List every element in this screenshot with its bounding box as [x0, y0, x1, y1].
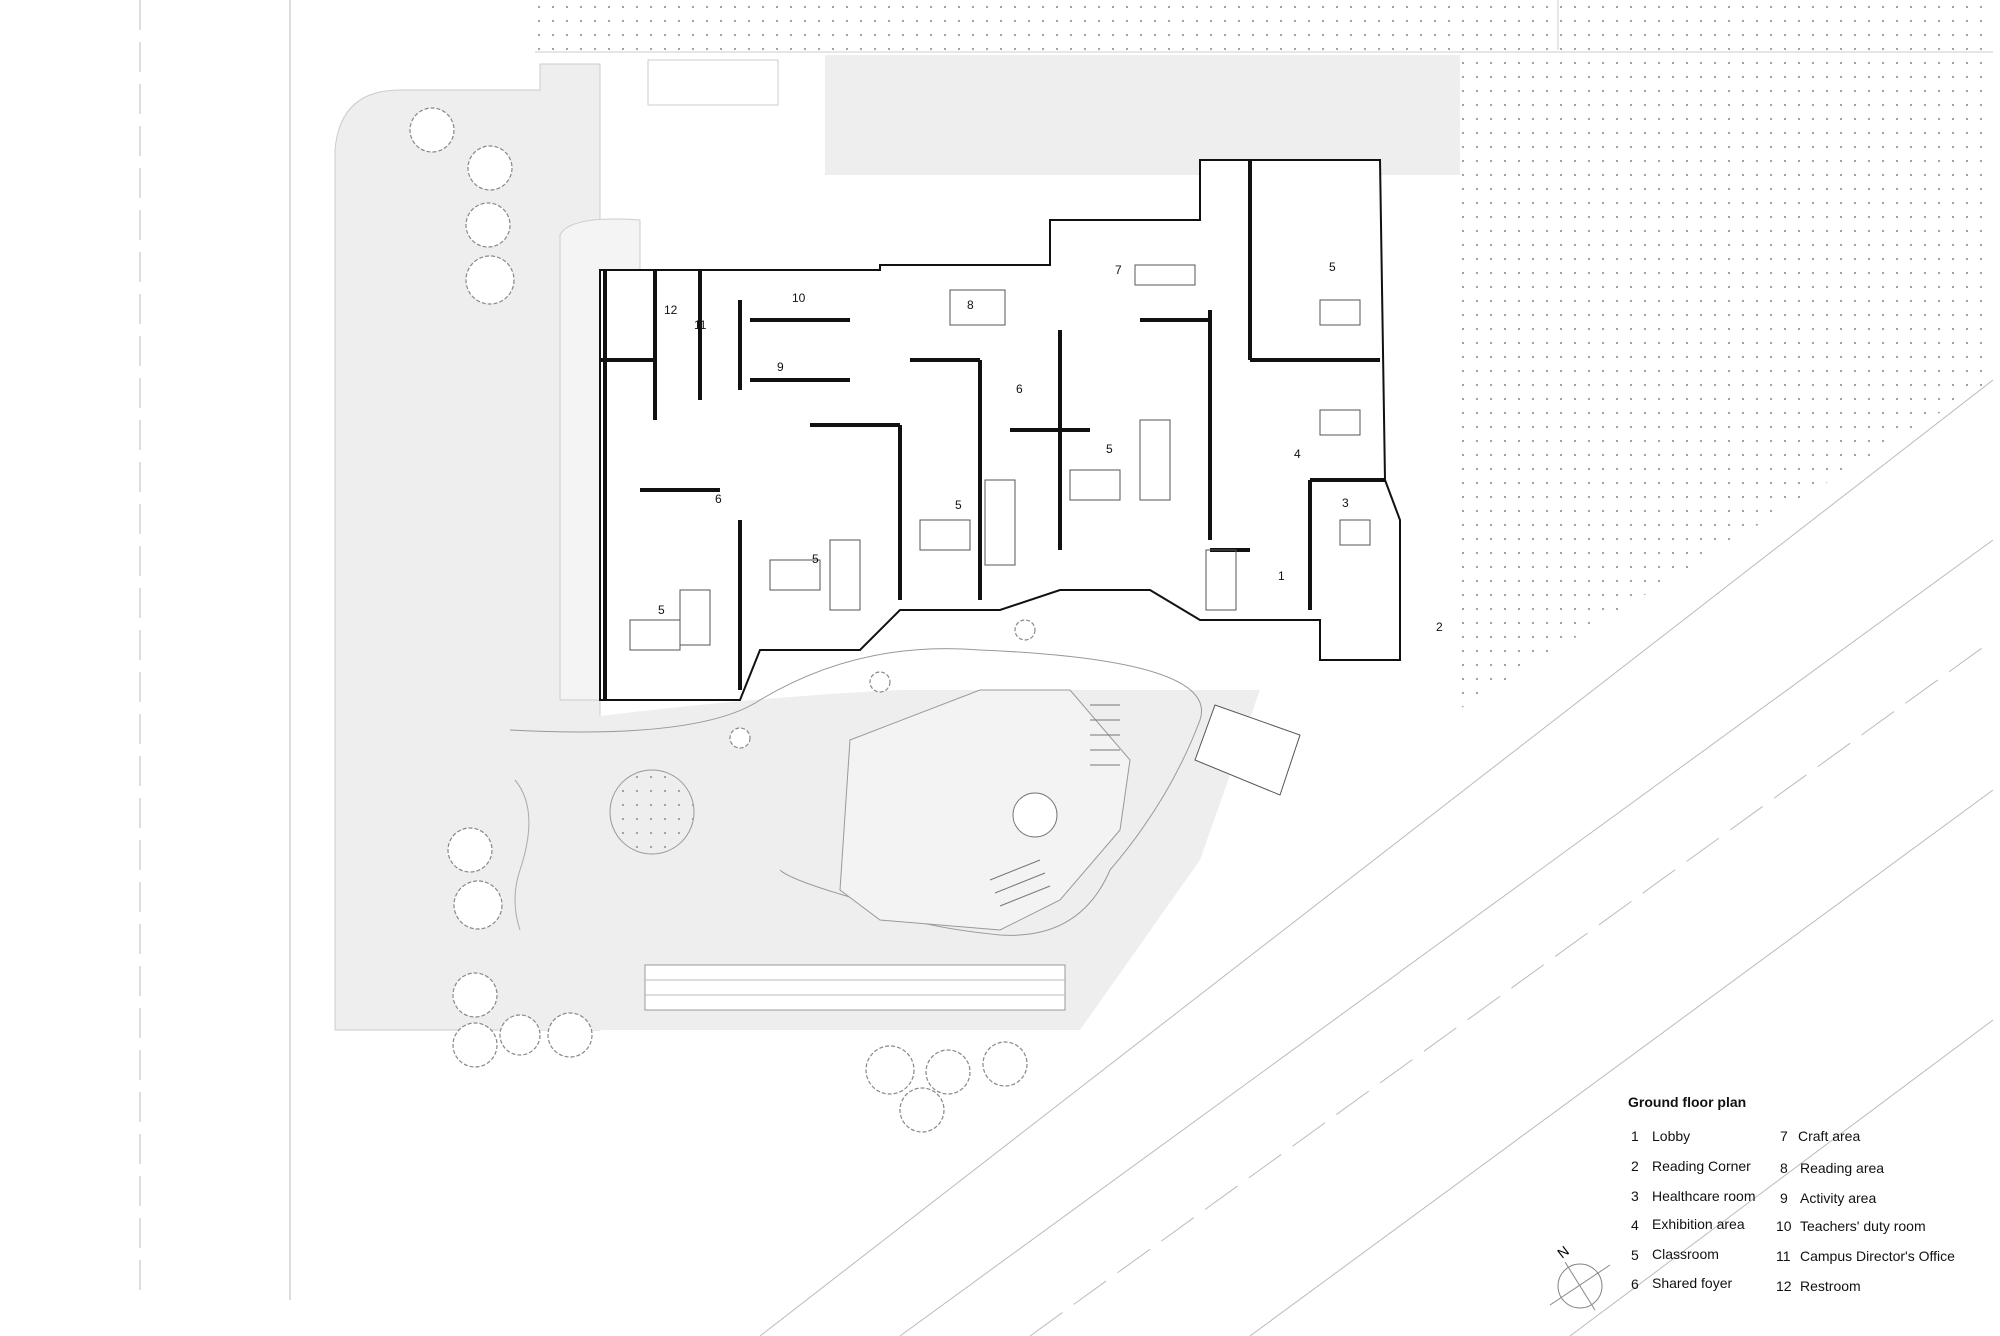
legend-number: 10 — [1776, 1218, 1792, 1234]
legend-label: Campus Director's Office — [1800, 1248, 1955, 1264]
gray-ground-top — [825, 55, 1460, 175]
legend-number: 7 — [1780, 1128, 1788, 1144]
legend-label: Healthcare room — [1652, 1188, 1756, 1204]
legend-label: Restroom — [1800, 1278, 1861, 1294]
room-label-teachers-duty: 10 — [792, 291, 806, 305]
legend-number: 2 — [1631, 1158, 1639, 1174]
legend-label: Craft area — [1798, 1128, 1861, 1144]
room-label-exhibition: 4 — [1294, 447, 1301, 461]
room-label-activity: 9 — [777, 360, 784, 374]
room-label-shared-foyer: 6 — [1016, 382, 1023, 396]
room-label-restroom: 12 — [664, 303, 678, 317]
legend-number: 12 — [1776, 1278, 1792, 1294]
legend-label: Reading area — [1800, 1160, 1885, 1176]
long-bench — [644, 964, 1066, 1011]
dotted-plaza-top — [535, 0, 1993, 50]
room-label-lobby: 1 — [1278, 569, 1285, 583]
room-label-classroom: 5 — [658, 603, 665, 617]
room-label-healthcare: 3 — [1342, 496, 1349, 510]
room-label-classroom: 5 — [1106, 442, 1113, 456]
legend-number: 3 — [1631, 1188, 1639, 1204]
room-label-reading-area: 8 — [967, 298, 974, 312]
legend-label: Activity area — [1800, 1190, 1877, 1206]
legend-label: Shared foyer — [1652, 1275, 1733, 1291]
legend-label: Lobby — [1652, 1128, 1691, 1144]
legend-number: 4 — [1631, 1217, 1639, 1233]
legend-number: 6 — [1631, 1276, 1639, 1292]
legend-number: 11 — [1776, 1248, 1791, 1264]
room-label-classroom: 5 — [812, 552, 819, 566]
trees — [409, 107, 1036, 1133]
room-label-classroom: 5 — [955, 498, 962, 512]
legend-title: Ground floor plan — [1628, 1094, 1747, 1110]
room-label-craft: 7 — [1115, 263, 1122, 277]
legend-number: 8 — [1780, 1160, 1788, 1176]
room-label-reading-corner: 2 — [1436, 620, 1443, 634]
legend-number: 9 — [1780, 1190, 1788, 1206]
road-lines — [139, 0, 1994, 1336]
legend-label: Teachers' duty room — [1800, 1218, 1926, 1234]
legend-number: 1 — [1631, 1128, 1639, 1144]
legend-label: Exhibition area — [1652, 1216, 1745, 1232]
legend-label: Classroom — [1652, 1246, 1719, 1262]
building-footprint — [599, 159, 1401, 701]
dotted-plaza-right — [1458, 52, 1993, 710]
legend-label: Reading Corner — [1652, 1158, 1751, 1174]
round-planter — [609, 769, 695, 855]
sunken-court — [839, 689, 1131, 931]
room-label-shared-foyer: 6 — [715, 492, 722, 506]
room-label-director-office: 11 — [694, 318, 707, 332]
legend-number: 5 — [1631, 1247, 1639, 1263]
room-label-classroom: 5 — [1329, 260, 1336, 274]
north-arrow-icon — [1549, 1261, 1611, 1311]
